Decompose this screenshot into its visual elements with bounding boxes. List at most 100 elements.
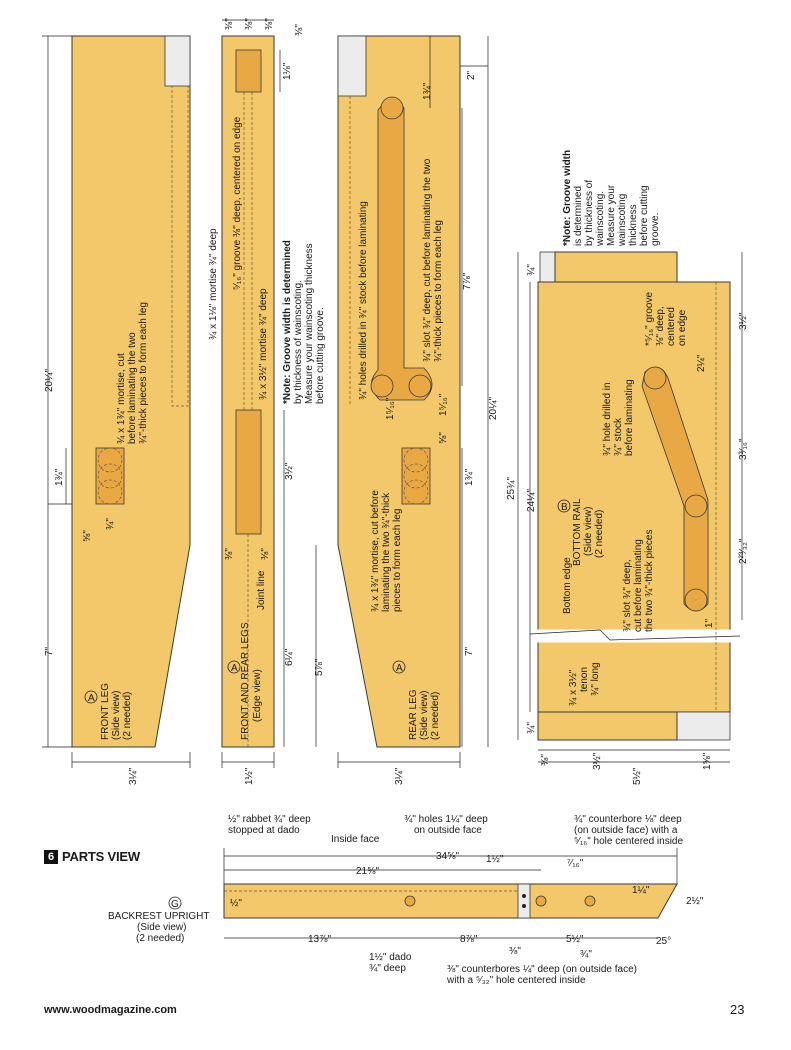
- edge-legs-side-mortise-note: ¾ x 3½" mortise ¾" deep: [258, 288, 269, 400]
- front-leg-lower-dim: 7": [44, 646, 55, 656]
- rail-b1-dim: ⅜": [540, 754, 551, 766]
- rail-bottom-tenon-end: [676, 711, 731, 741]
- edge-legs-left-a-dim: ⅜": [224, 548, 235, 560]
- wainscot-note-1: *Note: Groove width is determined: [282, 240, 293, 404]
- backrest-dado: [517, 883, 531, 919]
- edge-legs-mid-dim: 3½": [284, 462, 295, 480]
- rear-leg-hole-left: [370, 374, 394, 398]
- wainscot-note: *Note: Groove width is determined by thi…: [282, 240, 326, 404]
- rear-leg-letter: A: [396, 663, 403, 674]
- front-leg-hidden-groove: [171, 85, 189, 407]
- rail-top-tenon-dim: ¾": [526, 264, 537, 276]
- rail-slot-note-1: ¾" slot ¾" deep,: [622, 559, 633, 632]
- backrest-dado-1: 1½" dado: [369, 952, 412, 963]
- rear-leg-holes-note: ¾" holes drilled in ¾" stock before lami…: [358, 201, 369, 400]
- edge-legs-top-mortise-note: ¾ x 1⅛" mortise ¾" deep: [208, 228, 219, 340]
- edge-legs-groove-note: ⁵⁄₁₆" groove ⅜" deep, centered on edge: [232, 116, 243, 290]
- front-leg-mortise-hole-2: [97, 463, 123, 489]
- rear-leg-left-dim: 5⅞": [314, 658, 325, 676]
- rail-inner-dim: 24¼": [525, 489, 537, 512]
- backrest-b3-dim: ⅜": [509, 946, 521, 957]
- rail-slot-note-2: cut before laminating: [633, 539, 644, 632]
- rear-leg: 1¾" 2" 7⅞" 1⁵⁄₁₆" 1⁵⁄₁₆" 20¼" ⅝" 1¾" 7" …: [314, 35, 499, 785]
- rail-hole-1: [643, 366, 667, 390]
- rear-leg-mortise-note-3: pieces to form each leg: [392, 509, 403, 612]
- rail-r5-dim: 1": [704, 618, 715, 628]
- backrest-overall-dim: 34⅝": [436, 851, 459, 862]
- backrest-cb-bot-2: with a ⁵⁄₃₂" hole centered inside: [446, 975, 586, 986]
- backrest-qty: (2 needed): [136, 933, 184, 944]
- edge-legs-top-a-dim: ⅜": [224, 18, 235, 30]
- rear-leg-mortise-w-dim: ⅝": [438, 432, 449, 444]
- rail-b2-dim: 3½": [592, 752, 603, 770]
- rail-hole-note-2: ¾" stock: [613, 417, 624, 456]
- rear-leg-mortise-len-dim: 1¾": [464, 468, 475, 486]
- backrest: 34⅝" 21⅝" 1½" ⁷⁄₁₆" 1¼" 2½" ½" 13⅞" 8⅞" …: [108, 813, 704, 986]
- backrest-rabbet-1: ½" rabbet ¾" deep: [228, 814, 311, 825]
- backrest-inside-face: Inside face: [331, 834, 380, 845]
- front-leg-qty: (2 needed): [122, 692, 133, 740]
- rail-tenon-3: ¾" long: [590, 662, 601, 696]
- rail-b3-dim: 1⅝": [702, 752, 713, 770]
- rail-note-2: is determined: [573, 186, 584, 246]
- rail-bottom-tenon: [537, 711, 678, 741]
- edge-legs-top-b-dim: ⅜": [244, 18, 255, 30]
- rear-leg-hole-right: [408, 374, 432, 398]
- edge-legs-top-d-dim: ⅜": [294, 24, 305, 36]
- front-leg-mortise-note-1: ¾ x 1¾" mortise, cut: [116, 353, 127, 444]
- front-leg-mortise-hole-3: [97, 479, 123, 505]
- rail-tenon-1: ¾ x 3½": [568, 669, 579, 706]
- rail-overall-dim: 25¾": [506, 477, 517, 500]
- rear-leg-top-notch: [337, 35, 367, 97]
- backrest-cb-bot-1: ⅜" counterbores ¼" deep (on outside face…: [447, 963, 637, 975]
- edge-legs-top-c-dim: ⅜": [264, 18, 275, 30]
- rail-r4-dim: 2²³⁄₃₂": [738, 538, 749, 564]
- rail-body-upper: [537, 281, 731, 633]
- backrest-letter: G: [171, 899, 179, 910]
- rail-r3-dim: 3³⁄₁₆": [738, 438, 749, 460]
- rear-leg-slot-note-1: ¾" slot ¾" deep, cut before laminating t…: [422, 158, 433, 362]
- rail-slot-note-3: the two ¾"-thick pieces: [644, 530, 655, 633]
- backrest-b4-dim: 5½": [566, 934, 584, 945]
- rear-leg-hole-top: [380, 96, 404, 120]
- rear-leg-offset-dim: 2": [466, 70, 477, 80]
- rear-leg-small-a-dim: 1⁵⁄₁₆": [385, 397, 396, 420]
- front-leg-mortise-note-3: ¾"-thick pieces to form each leg: [138, 302, 149, 444]
- backrest-body: [223, 883, 678, 919]
- backrest-d3-dim: ⁷⁄₁₆": [567, 858, 584, 869]
- front-leg-mortise-hole-1: [97, 447, 123, 473]
- wainscot-note-2: by thickness of wainscoting.: [293, 280, 304, 404]
- footer-url: www.woodmagazine.com: [44, 1004, 177, 1016]
- front-leg-length-dim: 20¼": [43, 369, 55, 392]
- edge-legs-side-mortise: [235, 409, 262, 535]
- rear-leg-small-b-dim: 1⁵⁄₁₆": [438, 393, 449, 416]
- rear-leg-view: (Side view): [419, 691, 430, 740]
- rail-body-lower: [537, 639, 731, 713]
- page-number: 23: [730, 1002, 745, 1017]
- front-leg: 20¼" 1¾" ⅝" ¾" 7" 3¼" ¾ x 1¾" mortise, c…: [42, 35, 191, 785]
- edge-legs-right-a-dim: ⅜": [260, 548, 271, 560]
- rail-r1-dim: 3½": [738, 312, 749, 330]
- rail-hole-note-3: before laminating: [624, 379, 635, 456]
- edge-legs-lower-dim: 6¼": [283, 648, 295, 666]
- backrest-b5-dim: ¾": [580, 949, 592, 960]
- rear-leg-slot-note-2: ¾"-thick pieces to form each leg: [433, 220, 444, 362]
- rail-qty: (2 needed): [594, 510, 605, 558]
- edge-legs-body: [221, 35, 275, 748]
- edge-legs-top-mortise: [235, 49, 262, 93]
- wainscot-note-4: before cutting groove.: [315, 307, 326, 404]
- backrest-dado-2: ¾" deep: [369, 963, 406, 974]
- rail-note-4: wainscoting.: [595, 191, 606, 247]
- figure-number: 6: [44, 850, 58, 864]
- front-leg-width-dim: 3¼": [127, 767, 139, 785]
- front-leg-name: FRONT LEG: [100, 683, 111, 740]
- rear-leg-length-dim: 20¼": [487, 397, 499, 420]
- rail-view: (Side view): [583, 507, 594, 556]
- rail-top-tenon: [554, 251, 678, 283]
- front-leg-mortise-len-dim: 1¾": [54, 468, 65, 486]
- rail-note-9: groove.: [650, 213, 661, 246]
- edge-legs-joint-label: Joint line: [256, 570, 267, 610]
- backrest-cb-top-3: ⁵⁄₁₆" hole centered inside: [574, 836, 683, 847]
- rail-note-5: Measure your: [606, 184, 617, 246]
- front-leg-mortise: [95, 447, 125, 505]
